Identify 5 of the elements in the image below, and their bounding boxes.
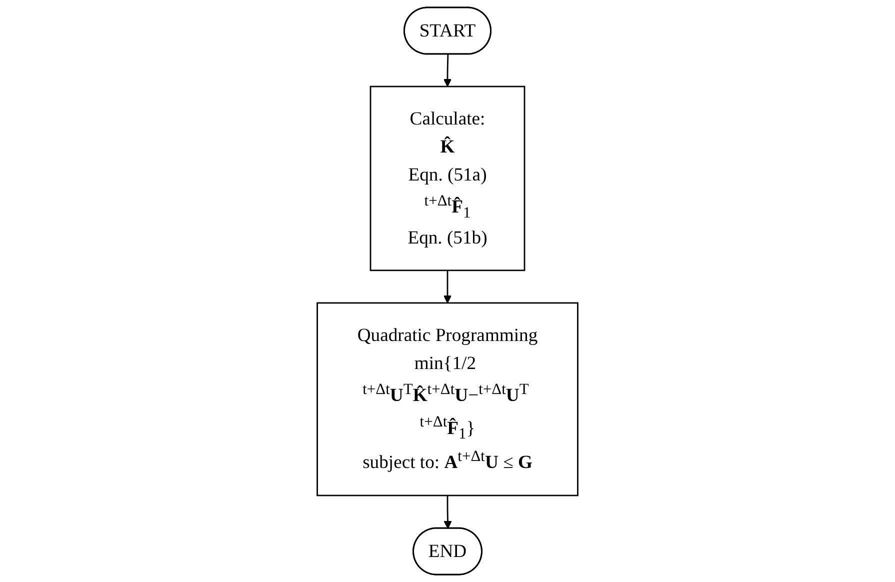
arrow — [443, 270, 452, 304]
arrow — [443, 54, 452, 87]
arrow — [444, 495, 452, 529]
node-box: Quadratic Programming min{1/2 $^{t+Δt}$U$^{T}$K̂$^{t+Δt}$U−$^{t+Δt}$U$^{T}$ $^{t+Δt}$F̂$_{1}$} subject to: A$^{t+Δt}$U ≤ G — [316, 302, 578, 496]
node-box: Calculate: K̂ Eqn. (51a) $^{t+Δt}$F̂$_{1}$ Eqn. (51b) — [370, 86, 526, 272]
